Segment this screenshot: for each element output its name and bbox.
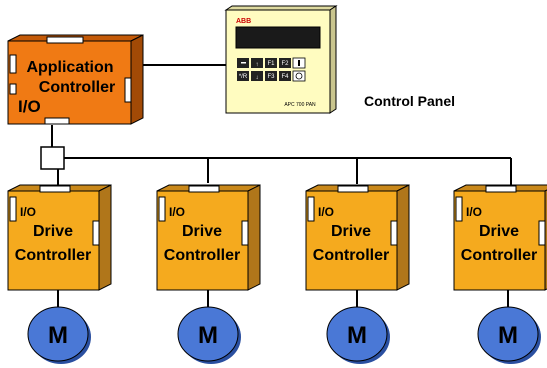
drive-port-left	[307, 196, 315, 222]
drive-label-line1: Drive	[331, 223, 371, 240]
motor-circle	[177, 306, 239, 362]
app-port-top	[46, 36, 84, 44]
key-f1-label: F1	[267, 61, 275, 67]
panel-top	[224, 5, 338, 11]
key-f2[interactable]	[279, 58, 291, 68]
panel-side	[329, 5, 337, 114]
control-panel-label: Control Panel	[364, 93, 455, 109]
drive-label-line1: Drive	[33, 223, 73, 240]
app-port-left-2	[9, 83, 17, 95]
panel-display	[235, 26, 321, 49]
key-f1[interactable]	[265, 58, 277, 68]
drive-port-right	[538, 220, 546, 246]
drive-io-label: I/O	[20, 205, 36, 219]
key-f3-label: F3	[267, 74, 275, 80]
motor-2: M	[177, 306, 241, 364]
control-panel-device: ABB ↑ F1 F2 */R ↓ F3 F4 APC 700 PAN	[224, 5, 338, 114]
drive-side	[98, 184, 112, 291]
application-controller: Application Controller I/O	[7, 34, 144, 125]
motor-3: M	[326, 306, 390, 364]
drive-port-top	[337, 185, 369, 193]
key-arrow-down[interactable]	[251, 71, 263, 81]
drive-side	[247, 184, 261, 291]
key-arrow-up[interactable]	[251, 58, 263, 68]
drive-port-right	[241, 220, 249, 246]
drive-port-left	[455, 196, 463, 222]
svg-text:*/R: */R	[239, 74, 248, 80]
motor-label: M	[48, 322, 68, 349]
key-f4[interactable]	[279, 71, 291, 81]
drive-port-right	[92, 220, 100, 246]
motor-label: M	[347, 322, 367, 349]
drive-side	[396, 184, 410, 291]
app-port-left	[9, 54, 17, 74]
drive-front	[453, 190, 546, 291]
connections	[51, 64, 512, 308]
drive-label-line2: Controller	[461, 247, 537, 264]
motor-label: M	[198, 322, 218, 349]
drive-label-line2: Controller	[15, 247, 91, 264]
motor-4: M	[477, 306, 541, 364]
drive-io-label: I/O	[466, 205, 482, 219]
key-f2-label: F2	[281, 61, 289, 67]
key-f3[interactable]	[265, 71, 277, 81]
motor-label: M	[498, 322, 518, 349]
drive-port-left	[9, 196, 17, 222]
app-controller-title-2: Controller	[39, 79, 115, 96]
drive-label-line1: Drive	[479, 223, 519, 240]
key-plus-minus[interactable]	[237, 71, 249, 81]
app-controller-io: I/O	[18, 97, 41, 116]
key-reset[interactable]	[292, 70, 306, 82]
drive-port-top	[188, 185, 220, 193]
drive-front	[305, 190, 398, 291]
key-f4-label: F4	[281, 74, 289, 80]
drive-label-line2: Controller	[164, 247, 240, 264]
drive-io-label: I/O	[169, 205, 185, 219]
panel-brand-logo: ABB	[236, 18, 251, 25]
svg-text:↑: ↑	[256, 62, 259, 68]
app-controller-side	[130, 34, 144, 125]
app-port-right	[124, 77, 132, 103]
motor-circle	[477, 306, 539, 362]
app-port-bottom	[44, 117, 70, 125]
drive-label-line2: Controller	[313, 247, 389, 264]
drive-port-top	[485, 185, 517, 193]
panel-keypad: ↑ F1 F2 */R ↓ F3 F4	[237, 57, 306, 82]
motor-1: M	[27, 306, 91, 364]
app-controller-title-1: Application	[26, 59, 113, 76]
drive-label-line1: Drive	[182, 223, 222, 240]
svg-text:↓: ↓	[256, 75, 259, 81]
motor-circle	[27, 306, 89, 362]
network-hub	[40, 146, 65, 170]
drive-port-left	[158, 196, 166, 222]
motor-circle	[326, 306, 388, 362]
drive-port-right	[390, 220, 398, 246]
drive-port-top	[39, 185, 71, 193]
panel-model-label: APC 700 PAN	[284, 102, 316, 108]
drive-io-label: I/O	[318, 205, 334, 219]
